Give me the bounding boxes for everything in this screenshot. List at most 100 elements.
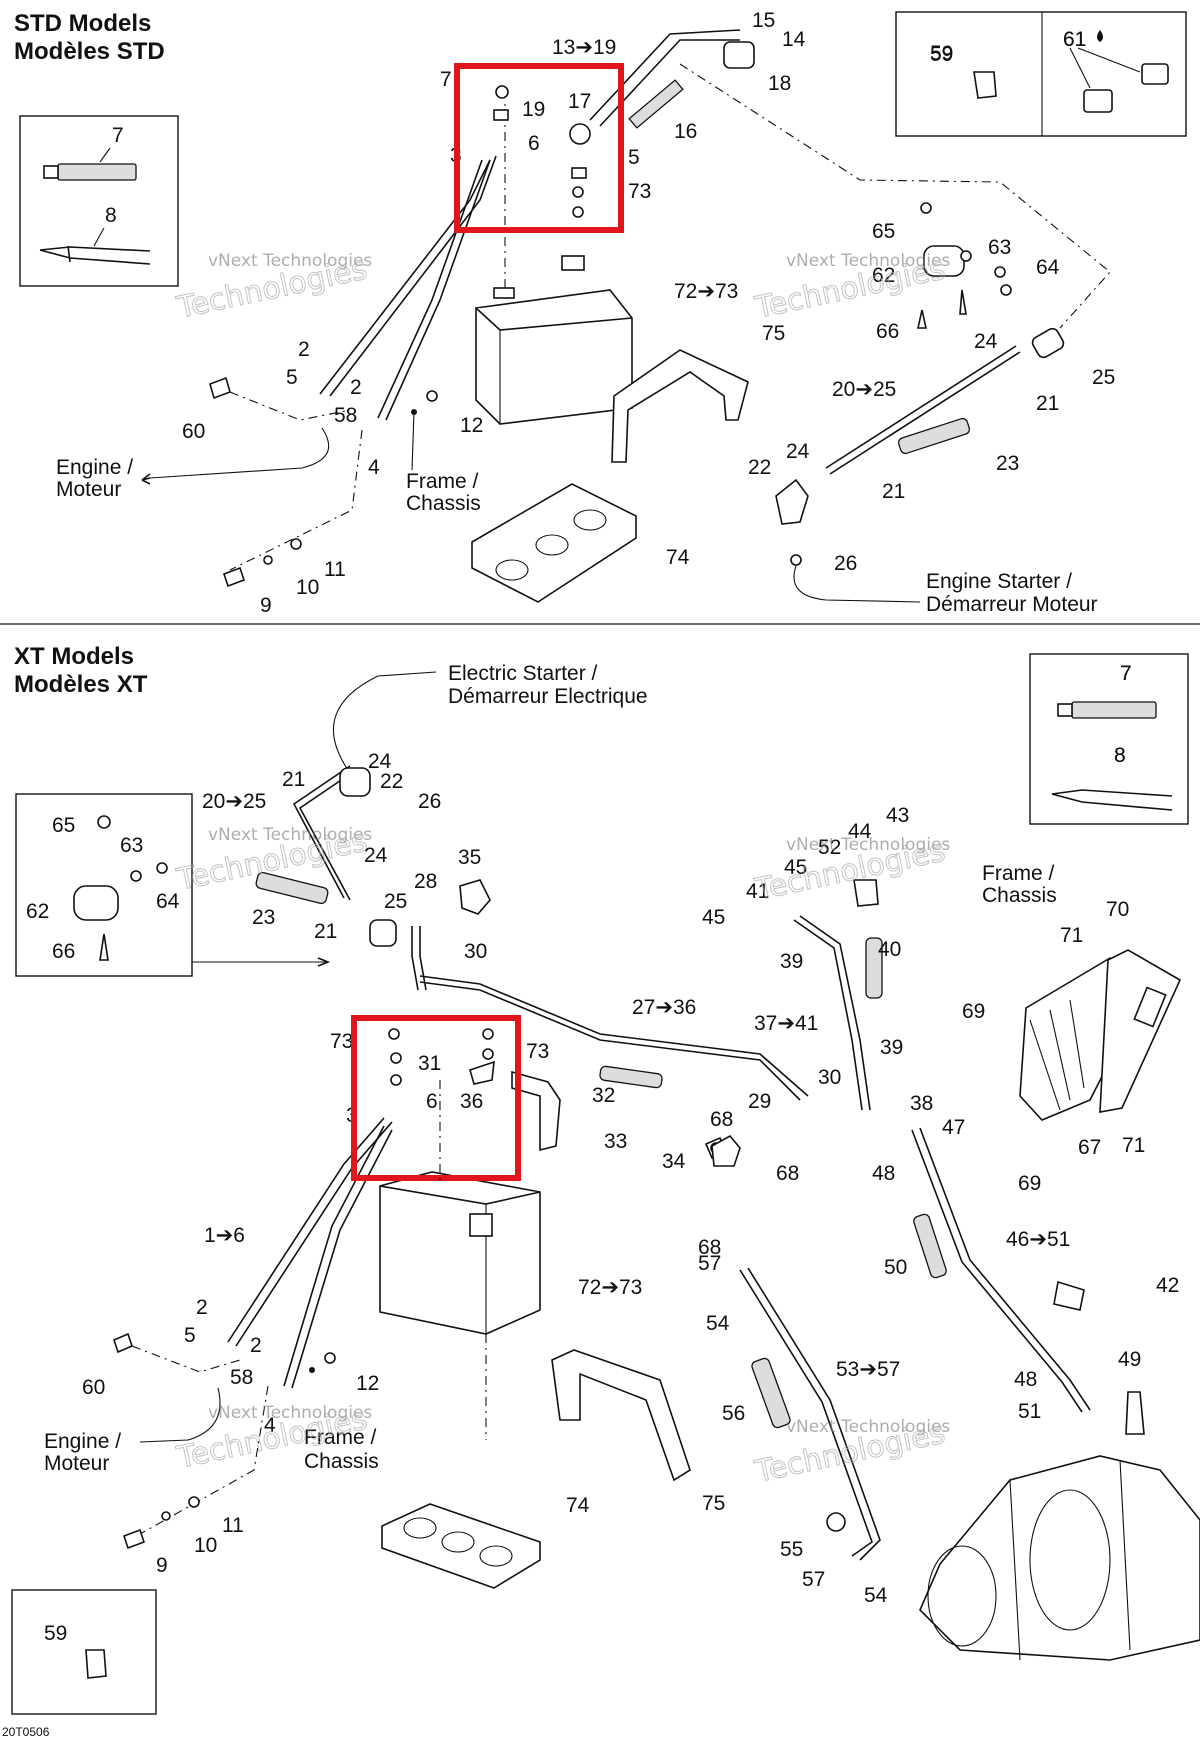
callout: 43 bbox=[886, 804, 909, 827]
callout: 18 bbox=[768, 72, 791, 95]
callout: 71 bbox=[1122, 1134, 1145, 1157]
callout: 24 bbox=[368, 750, 392, 773]
callout: 74 bbox=[666, 546, 690, 569]
callout: 13➔19 bbox=[552, 36, 616, 59]
callout: 59 bbox=[44, 1622, 67, 1645]
callout: 40 bbox=[878, 938, 901, 961]
sleeve-40 bbox=[865, 937, 883, 999]
svg-text:59: 59 bbox=[930, 42, 953, 65]
cable-xt-27 bbox=[419, 975, 809, 1101]
sleeve-56 bbox=[751, 1357, 791, 1429]
callout: 24 bbox=[786, 440, 810, 463]
svg-text:7: 7 bbox=[112, 124, 124, 147]
std-title-en: STD Models bbox=[14, 10, 151, 37]
svg-text:vNext Technologies: vNext Technologies bbox=[786, 251, 950, 271]
clip-59-icon bbox=[85, 1649, 107, 1679]
label-engine-en-std: Engine / bbox=[56, 456, 133, 479]
callout: 1➔6 bbox=[204, 1224, 245, 1247]
callout: 68 bbox=[710, 1108, 733, 1131]
crimper-tool-icon bbox=[1051, 789, 1173, 811]
callout: 29 bbox=[748, 1090, 771, 1113]
callout: 44 bbox=[848, 820, 872, 843]
callout: 65 bbox=[52, 814, 75, 837]
callout: 72➔73 bbox=[578, 1276, 642, 1299]
callout: 38 bbox=[910, 1092, 933, 1115]
std-title-fr: Modèles STD bbox=[14, 38, 165, 65]
svg-text:vNext Technologies: vNext Technologies bbox=[786, 1417, 950, 1437]
callout: 5 bbox=[628, 146, 640, 169]
callout: 17 bbox=[568, 90, 591, 113]
callout: 14 bbox=[782, 28, 806, 51]
callout: 22 bbox=[748, 456, 771, 479]
callout: 46➔51 bbox=[1006, 1228, 1070, 1251]
callout: 69 bbox=[962, 1000, 985, 1023]
cable-std-main bbox=[589, 29, 741, 127]
callout: 9 bbox=[156, 1554, 168, 1577]
callout: 26 bbox=[834, 552, 857, 575]
callout: 60 bbox=[82, 1376, 105, 1399]
label-engine-fr-std: Moteur bbox=[56, 478, 121, 501]
callout: 45 bbox=[784, 856, 807, 879]
sleeve-32 bbox=[599, 1065, 663, 1089]
svg-text:7: 7 bbox=[1120, 662, 1132, 685]
cable-std-pos bbox=[329, 155, 497, 397]
callout: 15 bbox=[752, 9, 775, 32]
callout: 21 bbox=[882, 480, 905, 503]
callout: 35 bbox=[458, 846, 481, 869]
callout: 7 bbox=[440, 68, 452, 91]
callout: 23 bbox=[996, 452, 1019, 475]
battery-std bbox=[475, 100, 633, 425]
callout: 62 bbox=[872, 264, 895, 287]
tools-inset-std: 7 8 bbox=[19, 115, 179, 287]
callout: 5 bbox=[286, 366, 298, 389]
label-engine-fr-xt: Moteur bbox=[44, 1452, 109, 1475]
callout: 68 bbox=[698, 1236, 721, 1259]
callout: 2 bbox=[298, 338, 310, 361]
fuse-box-67 bbox=[1019, 949, 1182, 1121]
cable-xt-2 bbox=[283, 1125, 393, 1389]
crimper-tool-icon bbox=[39, 245, 151, 265]
inset-59-xt bbox=[11, 1589, 157, 1715]
callout: 73 bbox=[330, 1030, 353, 1053]
svg-text:8: 8 bbox=[105, 204, 117, 227]
boot-24-xt bbox=[339, 767, 371, 797]
callout: 75 bbox=[702, 1492, 725, 1515]
callout: 6 bbox=[426, 1090, 438, 1113]
callout: 60 bbox=[182, 420, 205, 443]
bolt-60 bbox=[209, 376, 231, 400]
callout: 58 bbox=[230, 1366, 253, 1389]
svg-text:vNext Technologies: vNext Technologies bbox=[786, 835, 950, 855]
callout: 50 bbox=[884, 1256, 907, 1279]
callout: 47 bbox=[942, 1116, 965, 1139]
callout: 73 bbox=[628, 180, 651, 203]
callout: 36 bbox=[460, 1090, 483, 1113]
bracket-42 bbox=[1053, 1280, 1085, 1311]
solenoid-inset-xt bbox=[15, 793, 331, 977]
callout: 54 bbox=[706, 1312, 730, 1335]
callout: 41 bbox=[746, 880, 769, 903]
solenoid-std bbox=[679, 63, 1111, 329]
callout: 24 bbox=[364, 844, 388, 867]
label-electric-starter-en: Electric Starter / bbox=[448, 662, 598, 685]
callout: 57 bbox=[802, 1568, 825, 1591]
grease-tube-icon bbox=[1071, 701, 1157, 719]
svg-text:vNext Technologies: vNext Technologies bbox=[208, 251, 372, 271]
terminal-boot-14 bbox=[723, 41, 755, 69]
callout: 64 bbox=[1036, 256, 1060, 279]
terminal-17 bbox=[569, 123, 591, 145]
cable-std-neg bbox=[377, 159, 491, 421]
callout: 31 bbox=[418, 1052, 441, 1075]
inset-59-61: 59 61 bbox=[895, 11, 1187, 137]
callout: 64 bbox=[156, 890, 180, 913]
callout: 4 bbox=[368, 456, 380, 479]
callout: 54 bbox=[864, 1584, 888, 1607]
svg-text:vNext Technologies: vNext Technologies bbox=[208, 825, 372, 845]
callout: 57 bbox=[698, 1252, 721, 1275]
label-starter-en-std: Engine Starter / bbox=[926, 570, 1072, 593]
cable-xt-1 bbox=[227, 1117, 393, 1347]
callout: 11 bbox=[324, 558, 346, 581]
callout: 2 bbox=[350, 376, 362, 399]
connector-icon bbox=[1083, 89, 1113, 113]
callout: 39 bbox=[780, 950, 803, 973]
callout: 30 bbox=[464, 940, 487, 963]
